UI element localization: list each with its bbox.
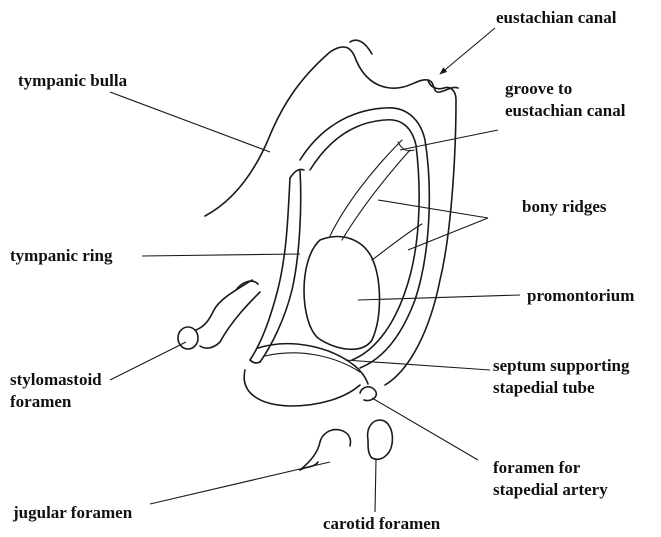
stylomastoid-foramen bbox=[178, 327, 198, 349]
label-tympanic-bulla: tympanic bulla bbox=[18, 70, 127, 91]
ring-inner bbox=[310, 120, 419, 360]
leader-eustachian-canal bbox=[440, 28, 495, 74]
bony-ridge-2 bbox=[342, 150, 410, 240]
bony-ridge-1 bbox=[330, 140, 402, 236]
label-eustachian-canal: eustachian canal bbox=[496, 7, 616, 28]
label-foramen-stapedial-2: stapedial artery bbox=[493, 479, 608, 500]
label-promontorium: promontorium bbox=[527, 285, 634, 306]
label-carotid-foramen: carotid foramen bbox=[323, 513, 440, 534]
stylomastoid-process bbox=[196, 280, 252, 330]
bulla-outline bbox=[205, 47, 458, 216]
label-stylomastoid-1: stylomastoid bbox=[10, 369, 102, 390]
leader-jugular bbox=[150, 462, 330, 504]
bulla-rim bbox=[350, 40, 372, 54]
leader-tympanic-ring bbox=[142, 254, 300, 256]
label-foramen-stapedial-1: foramen for bbox=[493, 457, 580, 478]
jugular-process bbox=[300, 430, 351, 470]
leader-stylomastoid bbox=[110, 342, 186, 380]
leader-bony-ridges-a bbox=[378, 200, 488, 218]
leader-promontorium bbox=[358, 295, 520, 300]
lower-bulla-edge bbox=[244, 370, 360, 406]
leader-bony-ridges-b bbox=[408, 218, 488, 250]
ring-outer bbox=[300, 108, 429, 368]
label-bony-ridges: bony ridges bbox=[522, 196, 607, 217]
tympanic-ring-band bbox=[250, 178, 290, 360]
leader-tympanic-bulla bbox=[110, 92, 270, 152]
tympanic-ring-band-inner bbox=[260, 170, 301, 362]
leader-foramen-stapedial bbox=[372, 398, 478, 460]
label-stylomastoid-2: foramen bbox=[10, 391, 71, 412]
label-septum-2: stapedial tube bbox=[493, 377, 595, 398]
label-jugular-foramen: jugular foramen bbox=[13, 502, 132, 523]
carotid-foramen bbox=[368, 420, 393, 459]
label-tympanic-ring: tympanic ring bbox=[10, 245, 112, 266]
label-septum-1: septum supporting bbox=[493, 355, 630, 376]
label-groove-2: eustachian canal bbox=[505, 100, 625, 121]
promontorium-shape bbox=[304, 237, 380, 350]
leader-carotid bbox=[375, 460, 376, 512]
label-groove-1: groove to bbox=[505, 78, 572, 99]
